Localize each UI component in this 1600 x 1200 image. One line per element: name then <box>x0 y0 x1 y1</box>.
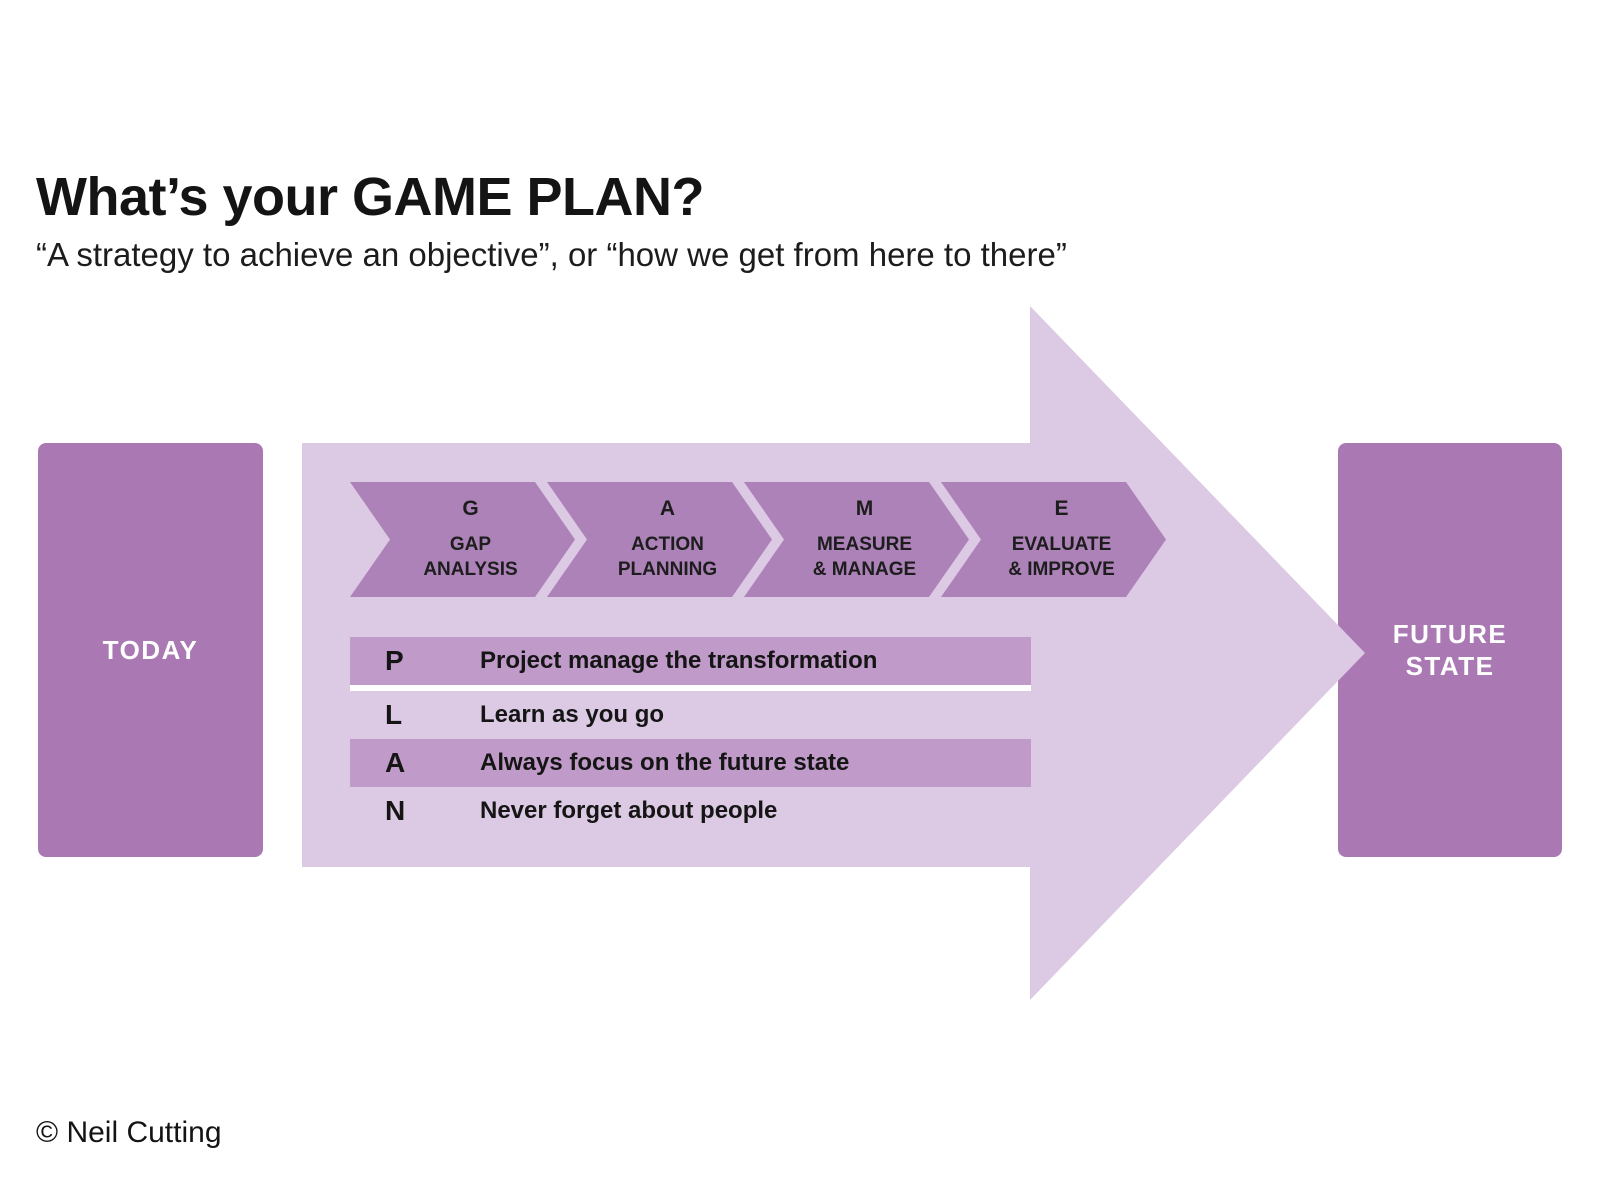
plan-text: Learn as you go <box>480 701 665 728</box>
chevron-name: GAP ANALYSIS <box>423 532 517 582</box>
plan-text: Never forget about people <box>480 797 778 824</box>
chevron-name: ACTION PLANNING <box>618 532 717 582</box>
page-title: What’s your GAME PLAN? <box>36 167 705 227</box>
plan-letter: A <box>385 747 406 778</box>
chevron-name: MEASURE & MANAGE <box>813 532 916 582</box>
chevron-name-line1: ACTION <box>631 533 704 555</box>
plan-row-always: A Always focus on the future state <box>350 739 1031 787</box>
plan-text: Project manage the transformation <box>480 647 878 674</box>
plan-list: P Project manage the transformation L Le… <box>350 637 1031 835</box>
chevron-name-line2: ANALYSIS <box>423 559 518 580</box>
chevron-letter: A <box>659 496 676 520</box>
chevron-letter: G <box>462 496 479 520</box>
chevron-letter: M <box>855 496 874 520</box>
copyright-credit: © Neil Cutting <box>36 1116 222 1149</box>
chevron-name: EVALUATE & IMPROVE <box>1008 532 1115 582</box>
plan-letter: L <box>385 699 403 730</box>
future-state-box: FUTURE STATE <box>1338 443 1562 857</box>
chevron-name-line1: MEASURE <box>816 533 912 555</box>
plan-row-learn: L Learn as you go <box>350 691 1031 739</box>
plan-letter: P <box>385 645 404 676</box>
today-box: TODAY <box>38 443 263 857</box>
chevron-name-line2: PLANNING <box>617 559 718 580</box>
future-state-label: FUTURE STATE <box>1392 618 1508 682</box>
chevron-name-line2: & MANAGE <box>812 559 917 580</box>
chevron-name-line1: EVALUATE <box>1011 533 1112 555</box>
plan-text: Always focus on the future state <box>480 749 850 776</box>
plan-row-never: N Never forget about people <box>350 787 1031 835</box>
plan-letter: N <box>385 795 406 826</box>
chevron-name-line2: & IMPROVE <box>1008 559 1115 580</box>
plan-row-project: P Project manage the transformation <box>350 637 1031 691</box>
today-label: TODAY <box>102 634 199 665</box>
page-subtitle: “A strategy to achieve an objective”, or… <box>36 236 1067 273</box>
chevron-letter: E <box>1054 496 1069 520</box>
chevron-name-line1: GAP <box>449 533 492 555</box>
